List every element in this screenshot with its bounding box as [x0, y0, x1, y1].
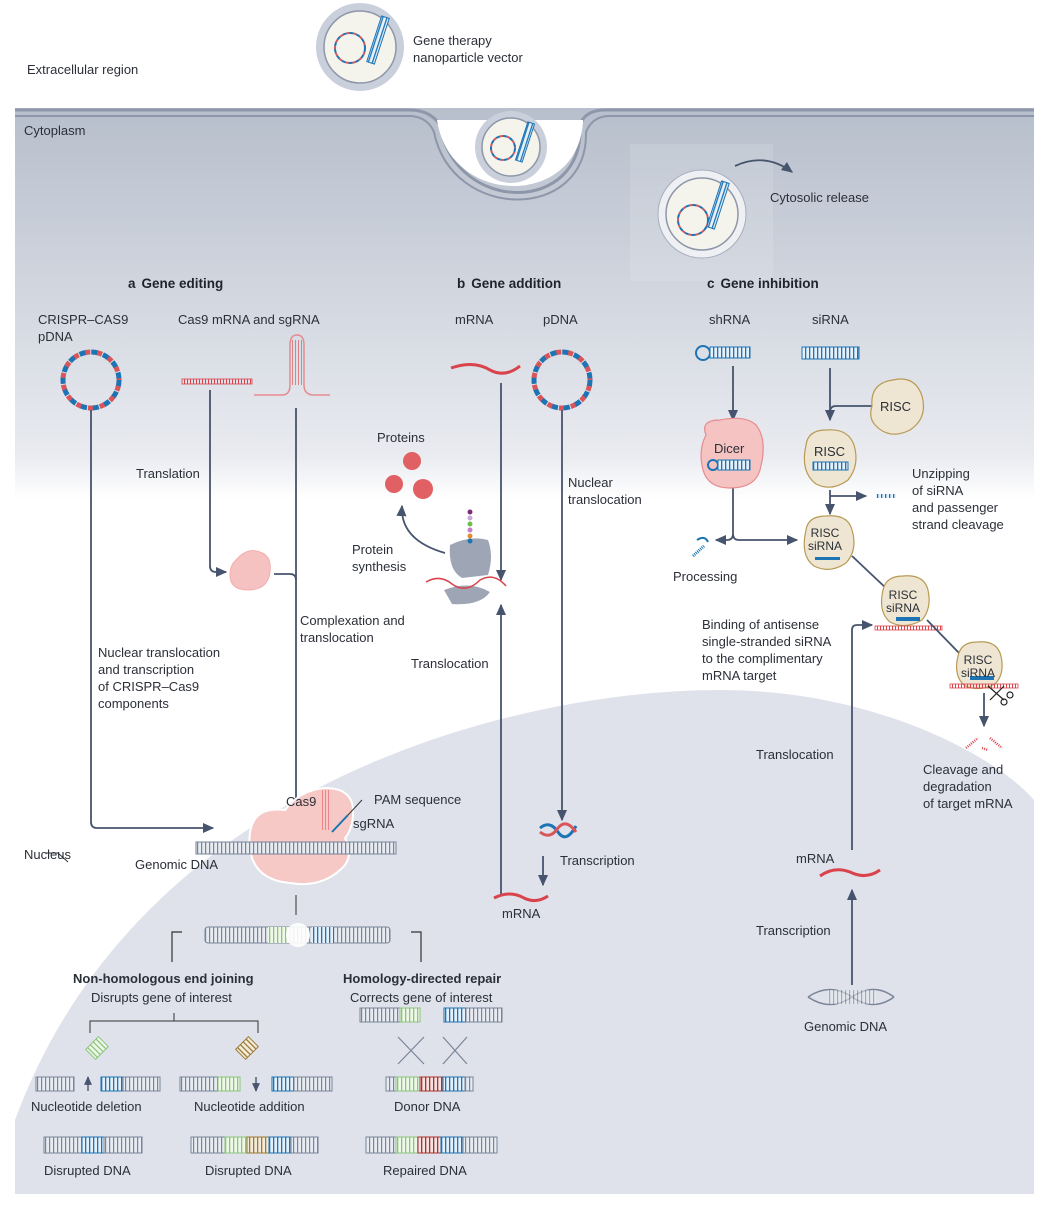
unzipping-label: Unzipping of siRNA and passenger strand …: [912, 466, 1004, 532]
dna-segments: [35, 1007, 503, 1154]
translocation-c-label: Translocation: [756, 747, 834, 762]
pam-sequence-label: PAM sequence: [374, 792, 462, 807]
nucleus-pointer: [46, 852, 69, 863]
sirna-icon: [801, 346, 860, 360]
degraded-mrna-icon: [965, 737, 1003, 752]
nucleotide-addition-label: Nucleotide addition: [194, 1099, 305, 1114]
genomic-dna-c-icon: [807, 988, 895, 1006]
donor-dna-label: Donor DNA: [394, 1099, 461, 1114]
hdr-title: Homology-directed repair: [343, 971, 502, 986]
risc-free-icon: [870, 378, 925, 435]
transcription-c-label: Transcription: [756, 923, 831, 938]
translocation-b-label: Translocation: [411, 656, 489, 671]
arrow-crispr-to-nucleus: [90, 410, 215, 834]
shrna-icon: [695, 345, 751, 361]
processed-fragment-icon: [696, 536, 709, 543]
sgrna-label: sgRNA: [353, 816, 395, 831]
translation-label: Translation: [136, 466, 200, 481]
vector-label: Gene therapy nanoparticle vector: [413, 33, 523, 65]
cas9-mrna-sgrna-label: Cas9 mRNA and sgRNA: [178, 312, 320, 327]
nucleotide-deletion-label: Nucleotide deletion: [31, 1099, 142, 1114]
binding-label: Binding of antisense single-stranded siR…: [702, 617, 832, 683]
proteins-icon: [385, 452, 433, 499]
protein-synthesis-arrow: [396, 504, 446, 554]
cleavage-label: Cleavage and degradation of target mRNA: [923, 762, 1013, 811]
genomic-dna-a-label: Genomic DNA: [135, 857, 219, 872]
risc-sirna-icon: [803, 515, 855, 570]
arrow-translocation-c: [851, 619, 874, 850]
shrna-label: shRNA: [709, 312, 751, 327]
disrupted-dna-1-label: Disrupted DNA: [44, 1163, 131, 1178]
mrna-nucleus-icon: [493, 892, 549, 903]
nuclear-translocation-a-label: Nuclear translocation and transcription …: [98, 645, 221, 711]
pdna-icon: [531, 349, 593, 411]
ribosome-icon: [425, 509, 507, 605]
sirna-label: siRNA: [812, 312, 849, 327]
sgrna-icon: [254, 334, 330, 396]
nanoparticle-vector-icon: [316, 3, 404, 91]
scissors-icon: [987, 685, 1014, 706]
cas9-mrna-icon: [181, 378, 253, 385]
crispr-pdna-icon: [60, 349, 122, 411]
cytoplasm-label: Cytoplasm: [24, 123, 86, 138]
released-nanoparticle-icon: [657, 169, 747, 259]
cas9-protein-icon: [229, 550, 271, 591]
risc-loaded-icon: [803, 429, 857, 488]
mrna-c-icon: [819, 868, 881, 878]
repaired-dna-label: Repaired DNA: [383, 1163, 467, 1178]
nhej-title: Non-homologous end joining: [73, 971, 254, 986]
crispr-pdna-label: CRISPR–CAS9 pDNA: [38, 312, 129, 344]
nuclear-translocation-b-label: Nuclear translocation: [568, 475, 642, 507]
mrna-icon: [450, 363, 521, 375]
mrna-c-label: mRNA: [796, 851, 835, 866]
dicer-icon: [700, 417, 764, 489]
cytosolic-release-arrow: [734, 159, 794, 173]
disrupted-dna-2-label: Disrupted DNA: [205, 1163, 292, 1178]
cut-dna-icon: [204, 923, 391, 947]
risc-label: RISC: [880, 399, 912, 414]
hdr-subtitle: Corrects gene of interest: [350, 990, 493, 1005]
genomic-dna-c-label: Genomic DNA: [804, 1019, 888, 1034]
cas9-label: Cas9: [286, 794, 317, 809]
mrna-b-label: mRNA: [455, 312, 494, 327]
proteins-label: Proteins: [377, 430, 425, 445]
endocytosed-nanoparticle-icon: [475, 111, 547, 183]
extracellular-label: Extracellular region: [27, 62, 139, 77]
complexation-label: Complexation and translocation: [300, 613, 405, 645]
plasmid-fragment-icon: [539, 822, 578, 839]
pdna-b-label: pDNA: [543, 312, 578, 327]
arrow-translation: [209, 390, 228, 578]
nucleus-label: Nucleus: [24, 847, 71, 862]
dicer-label: Dicer: [714, 441, 745, 456]
protein-synthesis-label: Protein synthesis: [352, 542, 407, 574]
risc-cleavage-icon: [949, 641, 1019, 690]
cas9-complex-icon: [195, 786, 397, 886]
mrna-nucleus-label: mRNA: [502, 906, 541, 921]
cytosolic-release-label: Cytosolic release: [770, 190, 869, 205]
risc-binding-icon: [874, 575, 943, 631]
processing-label: Processing: [673, 569, 738, 584]
risc-loaded-label: RISC: [814, 444, 846, 459]
transcription-b-label: Transcription: [560, 853, 635, 868]
nhej-subtitle: Disrupts gene of interest: [91, 990, 232, 1005]
